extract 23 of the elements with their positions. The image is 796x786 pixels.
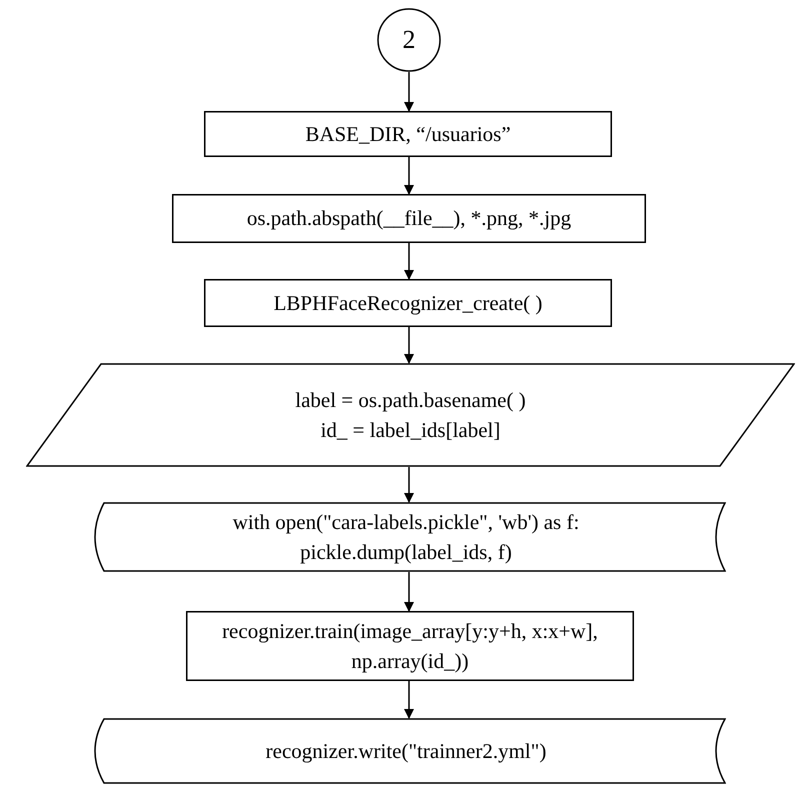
arrow (404, 157, 414, 195)
code-text: LBPHFaceRecognizer_create( ) (274, 290, 542, 317)
process-box (204, 279, 612, 327)
code-text: recognizer.write("trainner2.yml") (266, 738, 546, 765)
arrow (404, 327, 414, 364)
code-text: os.path.abspath(__file__), *.png, *.jpg (246, 205, 572, 232)
code-text: id_ = label_ids[label] (320, 417, 500, 444)
code-text: pickle.dump(label_ids, f) (300, 539, 512, 566)
process-box (186, 611, 634, 681)
input-output-parallelogram (26, 363, 795, 467)
connector-circle (377, 8, 441, 72)
code-text: with open("cara-labels.pickle", 'wb') as f: (232, 508, 580, 536)
code-text: BASE_DIR, “/usuarios” (305, 120, 511, 148)
arrow (404, 243, 414, 280)
arrow (404, 72, 414, 112)
arrow (404, 467, 414, 503)
code-text: 2 (402, 24, 416, 56)
code-text: label = os.path.basename( ) (295, 386, 526, 414)
process-box (172, 194, 646, 243)
code-text: recognizer.train(image_array[y:y+h, x:x+w], np.array(id_)) (221, 618, 599, 675)
process-box (204, 111, 612, 157)
arrow (404, 572, 414, 612)
arrow (404, 681, 414, 719)
